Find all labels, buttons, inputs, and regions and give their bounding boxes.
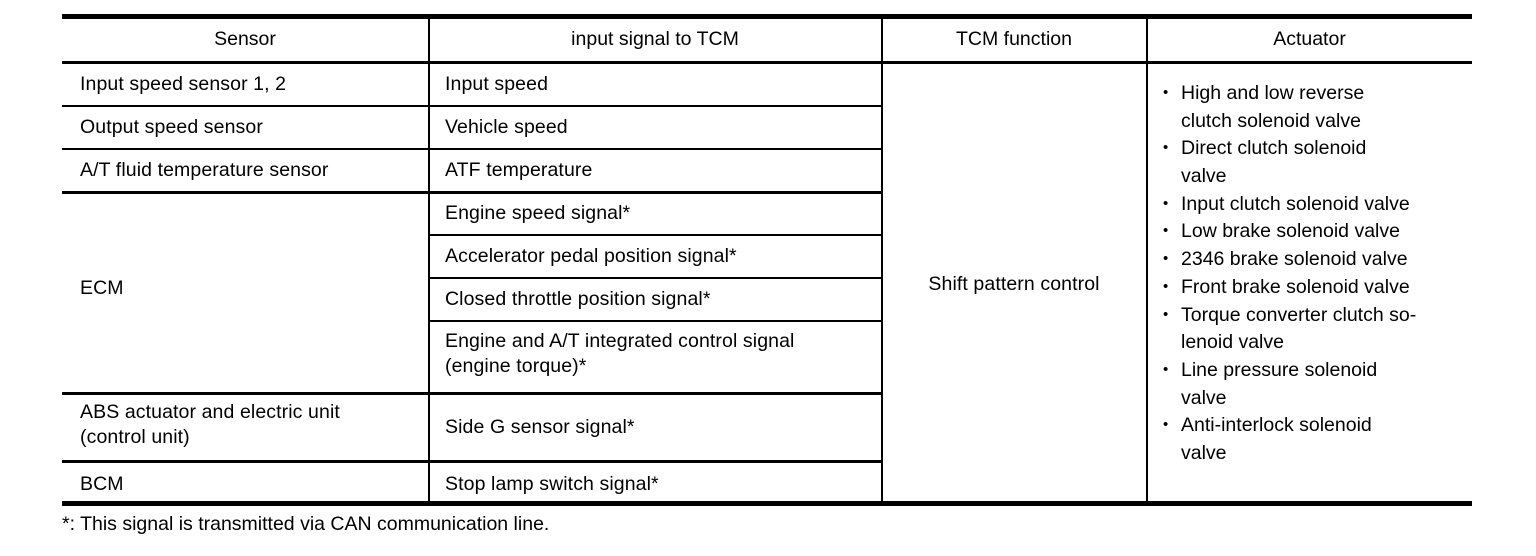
list-item: • Input clutch solenoid valve (1163, 191, 1468, 219)
column-divider-function-actuator (1146, 19, 1148, 501)
actuator-torque-converter-clutch: Torque converter clutch so- lenoid valve (1181, 303, 1417, 354)
actuator-anti-interlock: Anti-interlock solenoid valve (1181, 414, 1372, 464)
signal-cell-accelerator-pedal-position: Accelerator pedal position signal* (445, 245, 737, 267)
signal-cell-atf-temperature: ATF temperature (445, 159, 593, 181)
table-header-border (62, 61, 1472, 64)
signal-cell-side-g-sensor: Side G sensor signal* (445, 416, 635, 438)
actuator-line-pressure: Line pressure solenoid valve (1181, 358, 1378, 409)
list-item: • Direct clutch solenoid valve (1163, 135, 1468, 190)
footnote-text: *: This signal is transmitted via CAN co… (62, 513, 550, 535)
bullet-icon: • (1163, 139, 1169, 157)
bullet-icon: • (1163, 305, 1169, 323)
list-item: • 2346 brake solenoid valve (1163, 246, 1468, 274)
signal-cell-engine-at-integrated-control: Engine and A/T integrated control signal… (445, 330, 795, 378)
header-actuator: Actuator (1273, 28, 1346, 50)
sensor-cell-input-speed-sensor: Input speed sensor 1, 2 (80, 73, 287, 95)
actuator-list: • High and low reverse clutch solenoid v… (1163, 80, 1468, 468)
row-divider-signal-2 (428, 277, 881, 279)
row-divider-sensor-4 (62, 392, 881, 395)
row-divider-sensor-1 (62, 105, 881, 107)
sensor-cell-abs-actuator: ABS actuator and electric unit (control … (80, 401, 340, 449)
signal-cell-stop-lamp-switch: Stop lamp switch signal* (445, 473, 659, 495)
row-divider-sensor-5 (62, 460, 881, 463)
bullet-icon: • (1163, 194, 1169, 212)
row-divider-signal-1 (428, 234, 881, 236)
sensor-cell-at-fluid-temperature-sensor: A/T fluid temperature sensor (80, 159, 329, 181)
row-divider-signal-3 (428, 320, 881, 322)
sensor-cell-bcm: BCM (80, 473, 124, 495)
list-item: • Line pressure solenoid valve (1163, 357, 1468, 412)
header-function: TCM function (956, 28, 1072, 50)
list-item: • Torque converter clutch so- lenoid val… (1163, 302, 1468, 357)
bullet-icon: • (1163, 360, 1169, 378)
bullet-icon: • (1163, 84, 1169, 101)
list-item: • High and low reverse clutch solenoid v… (1163, 80, 1468, 135)
actuator-2346-brake: 2346 brake solenoid valve (1181, 248, 1408, 271)
table-top-border (62, 14, 1472, 19)
bullet-icon: • (1163, 277, 1169, 295)
signal-cell-engine-speed: Engine speed signal* (445, 202, 631, 224)
list-item: • Anti-interlock solenoid valve (1163, 412, 1468, 467)
bullet-icon: • (1163, 416, 1169, 434)
tcm-function-cell: Shift pattern control (928, 273, 1100, 295)
bullet-icon: • (1163, 250, 1169, 268)
signal-cell-vehicle-speed: Vehicle speed (445, 116, 568, 138)
sensor-cell-ecm: ECM (80, 277, 124, 299)
actuator-low-brake: Low brake solenoid valve (1181, 220, 1400, 243)
table-bottom-border (62, 501, 1472, 506)
signal-cell-input-speed: Input speed (445, 73, 549, 95)
list-item: • Low brake solenoid valve (1163, 218, 1468, 246)
list-item: • Front brake solenoid valve (1163, 274, 1468, 302)
actuator-input-clutch: Input clutch solenoid valve (1181, 192, 1410, 215)
sensor-cell-output-speed-sensor: Output speed sensor (80, 116, 263, 138)
bullet-icon: • (1163, 222, 1169, 240)
actuator-high-low-reverse-clutch: High and low reverse clutch solenoid val… (1181, 82, 1365, 132)
header-signal: input signal to TCM (571, 28, 739, 50)
column-divider-sensor-signal (428, 19, 430, 501)
actuator-direct-clutch: Direct clutch solenoid valve (1181, 137, 1367, 188)
signal-cell-closed-throttle-position: Closed throttle position signal* (445, 288, 711, 310)
column-divider-signal-function (881, 19, 883, 501)
header-sensor: Sensor (214, 28, 276, 50)
row-divider-sensor-3 (62, 191, 881, 194)
row-divider-sensor-2 (62, 148, 881, 150)
actuator-front-brake: Front brake solenoid valve (1181, 275, 1410, 298)
